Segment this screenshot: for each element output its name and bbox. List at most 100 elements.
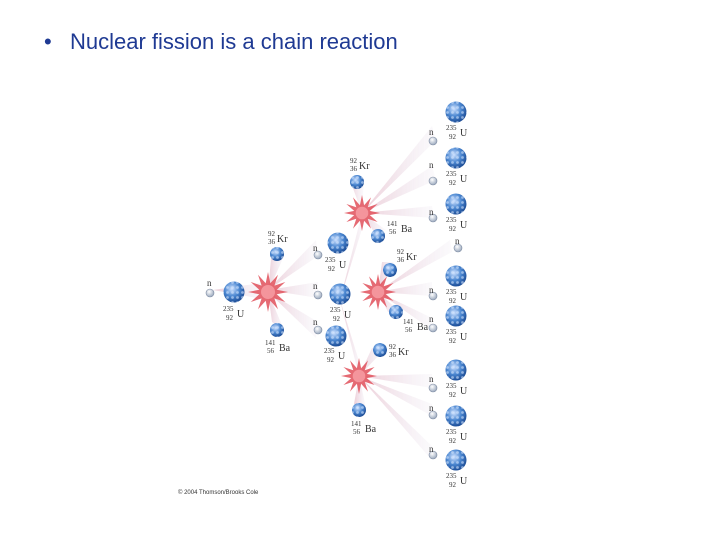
ba-atomic-number: 56 [389, 228, 397, 236]
fission-burst-core [355, 206, 369, 220]
u-mass-number: 235 [446, 428, 457, 436]
fission-burst-core [352, 369, 366, 383]
uranium-235-nucleus-texture [445, 305, 467, 327]
u-symbol: U [460, 220, 468, 231]
uranium-235-nucleus-texture [445, 147, 467, 169]
u-mass-number: 235 [446, 288, 457, 296]
neutron [428, 176, 438, 186]
u-atomic-number: 92 [449, 391, 457, 399]
ba-atomic-number: 56 [353, 428, 361, 436]
fission-burst-core [371, 285, 385, 299]
neutron [428, 323, 438, 333]
ba-mass-number: 141 [265, 339, 276, 347]
u-symbol: U [237, 309, 245, 320]
u-symbol: U [460, 476, 468, 487]
ba-atomic-number: 56 [405, 326, 413, 334]
u-mass-number: 235 [325, 256, 336, 264]
u-atomic-number: 92 [449, 133, 457, 141]
u-atomic-number: 92 [449, 225, 457, 233]
uranium-235-nucleus-texture [327, 232, 349, 254]
neutron [313, 250, 323, 260]
copyright-text: © 2004 Thomson/Brooks Cole [178, 489, 259, 496]
fission-fragment-nucleus-texture [270, 323, 284, 337]
u-mass-number: 235 [446, 124, 457, 132]
u-atomic-number: 92 [226, 314, 234, 322]
u-mass-number: 235 [446, 382, 457, 390]
nuclei [205, 101, 467, 471]
kr-symbol: Kr [359, 161, 370, 172]
neutron [428, 291, 438, 301]
u-mass-number: 235 [446, 472, 457, 480]
fission-fragment-nucleus-texture [373, 343, 387, 357]
ba-atomic-number: 56 [267, 347, 275, 355]
u-mass-number: 235 [223, 305, 234, 313]
neutron-label: n [429, 403, 434, 413]
u-symbol: U [460, 174, 468, 185]
ba-symbol: Ba [365, 424, 377, 435]
u-symbol: U [460, 386, 468, 397]
u-mass-number: 235 [446, 170, 457, 178]
kr-atomic-number: 36 [397, 256, 405, 264]
kr-symbol: Kr [277, 234, 288, 245]
ba-symbol: Ba [401, 224, 413, 235]
neutron [428, 213, 438, 223]
fission-fragment-nucleus-texture [352, 403, 366, 417]
kr-mass-number: 92 [389, 343, 397, 351]
neutron-label: n [429, 207, 434, 217]
uranium-235-nucleus-texture [445, 265, 467, 287]
bullet-text: •Nuclear fission is a chain reaction [44, 29, 398, 55]
u-mass-number: 235 [330, 306, 341, 314]
ba-mass-number: 141 [351, 420, 362, 428]
uranium-235-nucleus-texture [445, 101, 467, 123]
ba-mass-number: 141 [403, 318, 414, 326]
ba-symbol: Ba [417, 322, 429, 333]
u-symbol: U [338, 351, 346, 362]
u-symbol: U [460, 432, 468, 443]
neutron [428, 383, 438, 393]
neutron-label: n [313, 317, 318, 327]
neutron [453, 243, 463, 253]
uranium-235-nucleus-texture [325, 325, 347, 347]
u-atomic-number: 92 [327, 356, 335, 364]
neutron-label: n [207, 278, 212, 288]
kr-atomic-number: 36 [389, 351, 397, 359]
fission-fragment-nucleus-texture [389, 305, 403, 319]
neutron [428, 136, 438, 146]
kr-atomic-number: 36 [268, 238, 276, 246]
u-mass-number: 235 [446, 216, 457, 224]
kr-mass-number: 92 [397, 248, 405, 256]
fission-burst-core [261, 285, 275, 299]
u-atomic-number: 92 [449, 179, 457, 187]
neutron-label: n [455, 236, 460, 246]
bullet-marker: • [44, 29, 52, 54]
u-symbol: U [460, 128, 468, 139]
uranium-235-nucleus-texture [329, 283, 351, 305]
neutron-label: n [429, 314, 434, 324]
u-mass-number: 235 [446, 328, 457, 336]
fission-fragment-nucleus-texture [371, 229, 385, 243]
u-atomic-number: 92 [449, 437, 457, 445]
fission-fragment-nucleus-texture [270, 247, 284, 261]
neutron [313, 290, 323, 300]
kr-mass-number: 92 [268, 230, 276, 238]
u-symbol: U [344, 310, 352, 321]
neutron [313, 325, 323, 335]
neutron [428, 450, 438, 460]
kr-symbol: Kr [398, 347, 409, 358]
fission-bursts [248, 195, 396, 394]
u-symbol: U [460, 332, 468, 343]
neutron [428, 410, 438, 420]
neutron-label: n [313, 281, 318, 291]
uranium-235-nucleus-texture [223, 281, 245, 303]
u-mass-number: 235 [324, 347, 335, 355]
uranium-235-nucleus-texture [445, 449, 467, 471]
neutron-label: n [429, 127, 434, 137]
ba-symbol: Ba [279, 343, 291, 354]
uranium-235-nucleus-texture [445, 193, 467, 215]
kr-atomic-number: 36 [350, 165, 358, 173]
u-atomic-number: 92 [333, 315, 341, 323]
u-atomic-number: 92 [449, 481, 457, 489]
fission-fragment-nucleus-texture [383, 263, 397, 277]
